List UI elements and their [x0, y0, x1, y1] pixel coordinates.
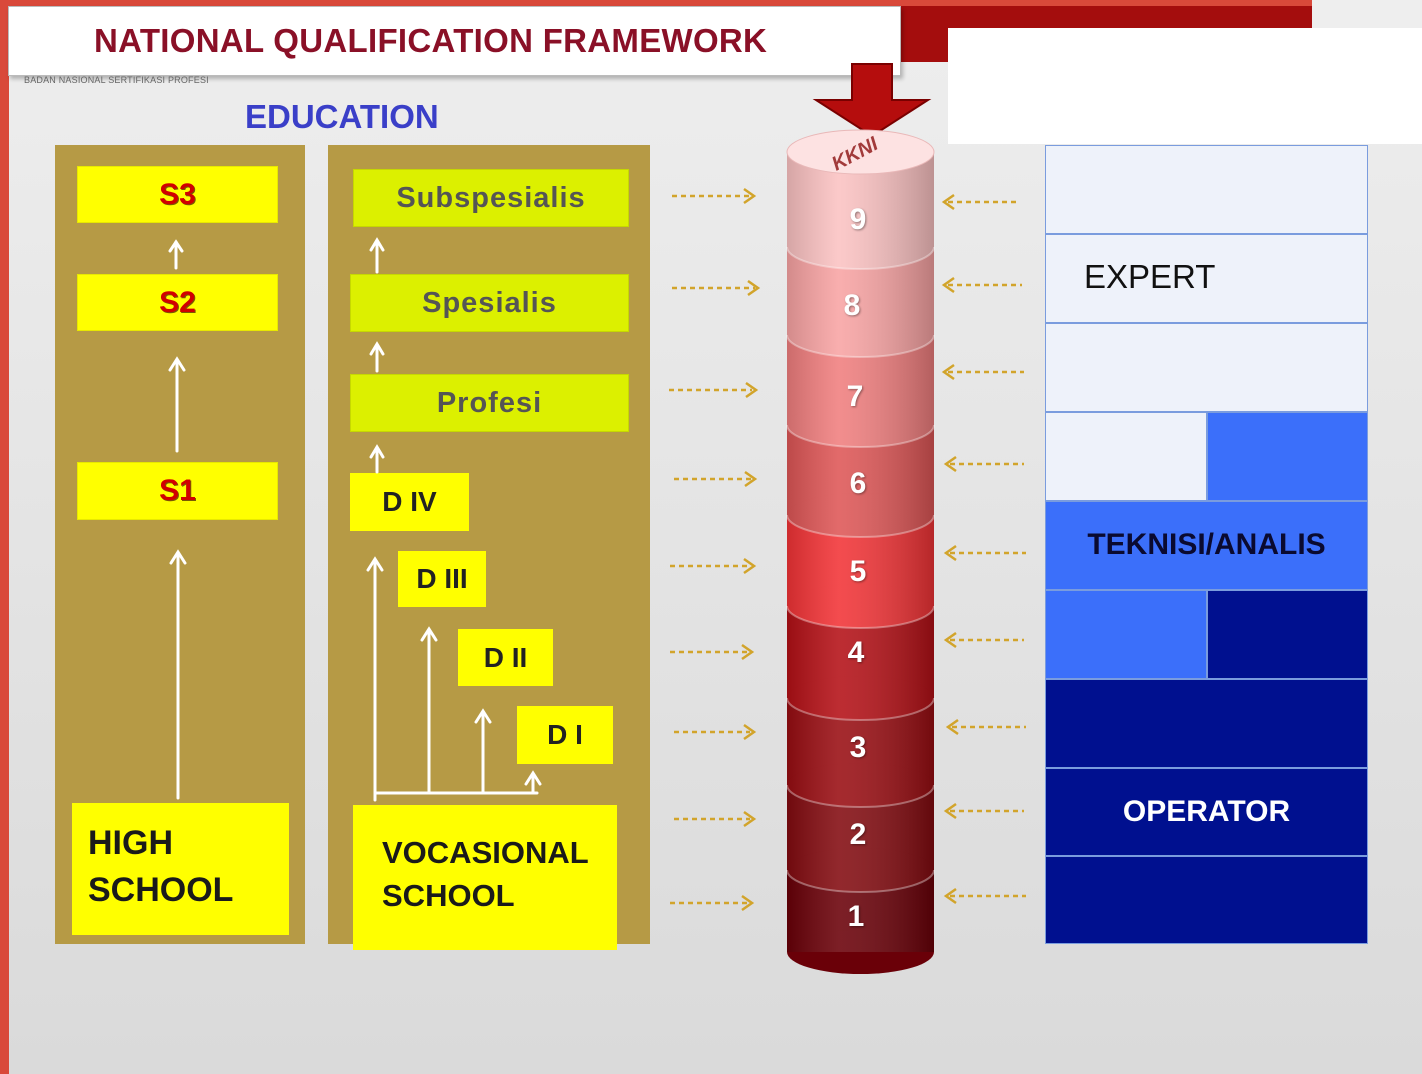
kkni-level-1: 1 [847, 900, 865, 933]
vocational-school-box: VOCASIONAL SCHOOL [353, 805, 617, 950]
high-school-box: HIGH SCHOOL [72, 803, 289, 935]
expert-label: EXPERT [1084, 258, 1216, 295]
education-link-arrows [669, 187, 761, 912]
page-subtitle: BADAN NASIONAL SERTIFIKASI PROFESI [24, 75, 209, 85]
s1-box: S1 [77, 462, 278, 520]
kkni-level-5: 5 [849, 555, 867, 588]
d3-box: D III [398, 551, 486, 607]
occupation-row-4-left [1045, 590, 1207, 679]
title-box [8, 6, 901, 76]
occupation-row-3 [1045, 679, 1368, 768]
spesialis-box: Spesialis [350, 274, 629, 332]
occupation-row-5 [1045, 501, 1368, 590]
vocational-school-line2: SCHOOL [382, 878, 515, 913]
kkni-cylinder: KKNI [786, 129, 935, 974]
down-arrow-icon [812, 63, 932, 138]
subspesialis-box: Subspesialis [353, 169, 629, 227]
s2-box: S2 [77, 274, 278, 331]
kkni-level-7: 7 [846, 380, 864, 413]
frame-top-border [0, 0, 1312, 6]
vocational-school-line1: VOCASIONAL [382, 835, 589, 870]
kkni-level-9: 9 [849, 203, 867, 236]
s3-box: S3 [77, 166, 278, 223]
teknisi-analis-label: TEKNISI/ANALIS [1087, 528, 1326, 561]
occupation-row-6-right [1207, 412, 1368, 501]
occupation-row-7 [1045, 323, 1368, 412]
frame-left-border [0, 0, 9, 1074]
occupation-row-4-right [1207, 590, 1368, 679]
occupation-row-9 [1045, 145, 1368, 234]
kkni-level-8: 8 [843, 289, 861, 322]
d2-box: D II [458, 629, 553, 686]
kkni-level-3: 3 [849, 731, 867, 764]
high-school-line1: HIGH [88, 824, 173, 862]
profesi-box: Profesi [350, 374, 629, 432]
kkni-level-6: 6 [849, 467, 867, 500]
operator-label: OPERATOR [1122, 795, 1291, 828]
occupation-row-6-left [1045, 412, 1207, 501]
cylinder-top-cap [786, 129, 935, 175]
occupation-link-arrows [941, 193, 1026, 905]
education-heading: EDUCATION [245, 98, 439, 135]
blank-header-area [948, 28, 1422, 144]
kkni-level-2: 2 [849, 818, 867, 851]
occupation-row-8 [1045, 234, 1368, 323]
page-title: NATIONAL QUALIFICATION FRAMEWORK [94, 22, 768, 59]
d1-box: D I [517, 706, 613, 764]
d4-box: D IV [350, 473, 469, 531]
kkni-level-4: 4 [847, 636, 865, 669]
vocational-arrows [366, 237, 542, 802]
occupation-row-2 [1045, 768, 1368, 856]
high-school-line2: SCHOOL [88, 871, 234, 909]
occupation-row-1 [1045, 856, 1368, 944]
academic-arrows [168, 239, 187, 800]
